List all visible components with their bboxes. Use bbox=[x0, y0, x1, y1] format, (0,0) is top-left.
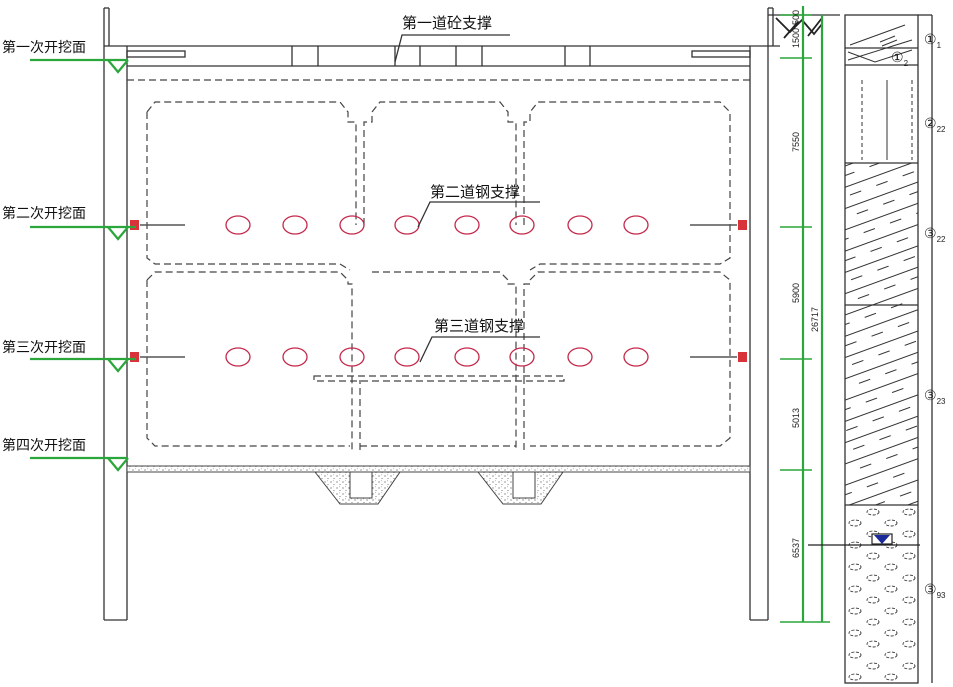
strut-end-bracket bbox=[738, 220, 747, 230]
excavation-level-2: 第二次开挖面 bbox=[2, 205, 136, 241]
second-steel-strut bbox=[130, 215, 747, 235]
excavation-level-1: 第一次开挖面 bbox=[2, 39, 129, 74]
soil-layer-labels: ①1 ①2 ②22 ③22 ③23 ③93 bbox=[891, 31, 946, 600]
level-marker-icon bbox=[107, 226, 129, 241]
excavation-level-label: 第一次开挖面 bbox=[2, 39, 86, 56]
strut-end-bracket bbox=[130, 352, 139, 362]
total-depth-label: 26717 bbox=[810, 307, 820, 332]
soil-column bbox=[844, 14, 933, 684]
soil-layer-label: ③23 bbox=[924, 387, 946, 406]
level-marker-icon bbox=[107, 59, 129, 74]
soil-layer-label: ①2 bbox=[891, 49, 909, 68]
soil-layer-label: ②22 bbox=[924, 115, 946, 134]
dimension-label: 5013 bbox=[791, 408, 801, 428]
excavation-level-4: 第四次开挖面 bbox=[2, 437, 129, 472]
first-concrete-strut bbox=[104, 45, 780, 81]
strut2-label: 第二道钢支撑 bbox=[430, 183, 520, 201]
dimension-label: 7550 bbox=[791, 132, 801, 152]
strut3-label: 第三道钢支撑 bbox=[434, 317, 524, 335]
excavation-level-label: 第二次开挖面 bbox=[2, 205, 86, 222]
excavation-level-3: 第三次开挖面 bbox=[2, 339, 136, 373]
excavation-level-label: 第三次开挖面 bbox=[2, 339, 86, 356]
station-structure-outline bbox=[146, 101, 731, 450]
soil-layer-label: ③22 bbox=[924, 225, 946, 244]
strut-end-bracket bbox=[738, 352, 747, 362]
left-diaphragm-wall bbox=[103, 7, 128, 621]
right-diaphragm-wall bbox=[749, 7, 774, 621]
soil-layer-label: ①1 bbox=[924, 31, 942, 50]
dimension-label: 6537 bbox=[791, 538, 801, 558]
strut2-callout: 第二道钢支撑 bbox=[417, 183, 540, 228]
dimension-label: 5900 bbox=[791, 283, 801, 303]
level-marker-icon bbox=[107, 358, 129, 373]
dimension-chain: 500 1500 7550 5900 5013 6537 26717 bbox=[780, 6, 830, 623]
bottom-cushion bbox=[126, 465, 751, 505]
water-level-icon bbox=[874, 535, 890, 544]
strut-end-bracket bbox=[130, 220, 139, 230]
water-level bbox=[808, 533, 920, 546]
strut1-callout: 第一道砼支撑 bbox=[394, 14, 510, 63]
level-marker-icon bbox=[107, 457, 129, 472]
excavation-level-label: 第四次开挖面 bbox=[2, 437, 86, 454]
strut1-label: 第一道砼支撑 bbox=[402, 14, 492, 32]
dimension-label: 1500 bbox=[791, 28, 801, 48]
soil-layer-label: ③93 bbox=[924, 581, 946, 600]
dimension-label: 500 bbox=[791, 10, 801, 25]
strut3-callout: 第三道钢支撑 bbox=[419, 317, 540, 363]
third-steel-strut bbox=[130, 347, 747, 367]
